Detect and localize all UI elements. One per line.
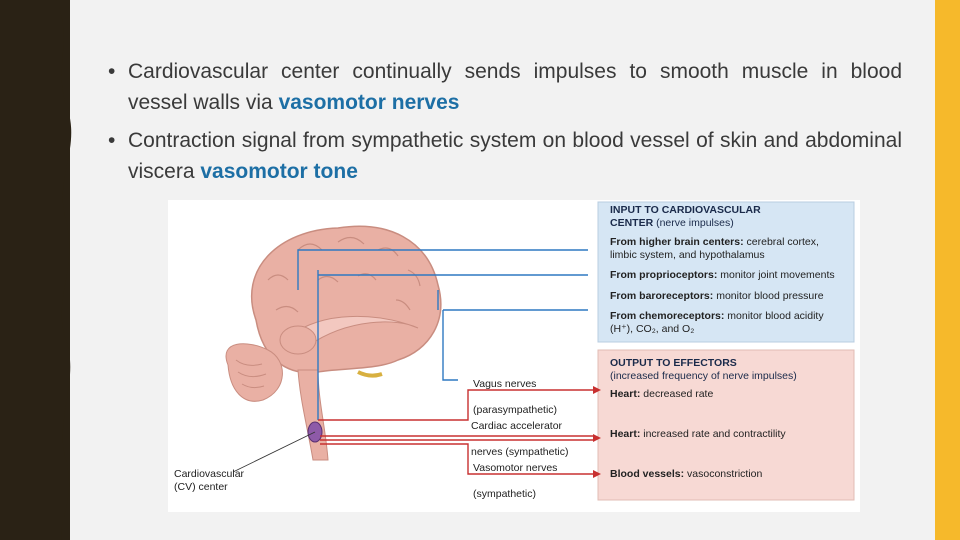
output-item-heart-increase: Heart: increased rate and contractility — [610, 428, 786, 441]
vasomotor-label: Vasomotor nerves(sympathetic) — [473, 462, 557, 501]
bullet-item: • Contraction signal from sympathetic sy… — [112, 125, 902, 187]
input-item-chemo: From chemoreceptors: monitor blood acidi… — [610, 310, 824, 336]
bullet-item: • Cardiovascular center continually send… — [112, 56, 902, 118]
cv-center-leader-line — [233, 432, 315, 472]
output-item-vessels: Blood vessels: vasoconstriction — [610, 468, 762, 481]
cardiovascular-center-figure: INPUT TO CARDIOVASCULAR CENTER (nerve im… — [168, 200, 860, 512]
input-item-higher: From higher brain centers: cerebral cort… — [610, 236, 819, 262]
bullet-highlight: vasomotor nerves — [279, 91, 460, 114]
cerebrum — [252, 226, 441, 372]
cv-center-label: Cardiovascular (CV) center — [174, 468, 244, 494]
input-item-baro: From baroreceptors: monitor blood pressu… — [610, 290, 824, 303]
input-arrow-baro — [443, 310, 588, 380]
thalamus — [280, 326, 316, 354]
brainstem — [298, 370, 328, 460]
bullet-highlight: vasomotor tone — [200, 160, 358, 183]
output-item-heart-decrease: Heart: decreased rate — [610, 388, 713, 401]
bullet-text: Cardiovascular center continually sends … — [128, 60, 902, 114]
pituitary — [358, 372, 382, 376]
vagus-label: Vagus nerves(parasympathetic) — [473, 378, 557, 417]
right-accent-band — [935, 0, 960, 540]
bullet-dot: • — [108, 56, 115, 87]
output-panel-title: OUTPUT TO EFFECTORS (increased frequency… — [610, 357, 797, 383]
left-wavy-edge — [0, 0, 80, 540]
bullet-dot: • — [108, 125, 115, 156]
input-panel-title: INPUT TO CARDIOVASCULAR CENTER (nerve im… — [610, 204, 761, 230]
bullet-list: • Cardiovascular center continually send… — [112, 56, 902, 194]
input-item-proprio: From proprioceptors: monitor joint movem… — [610, 269, 835, 282]
